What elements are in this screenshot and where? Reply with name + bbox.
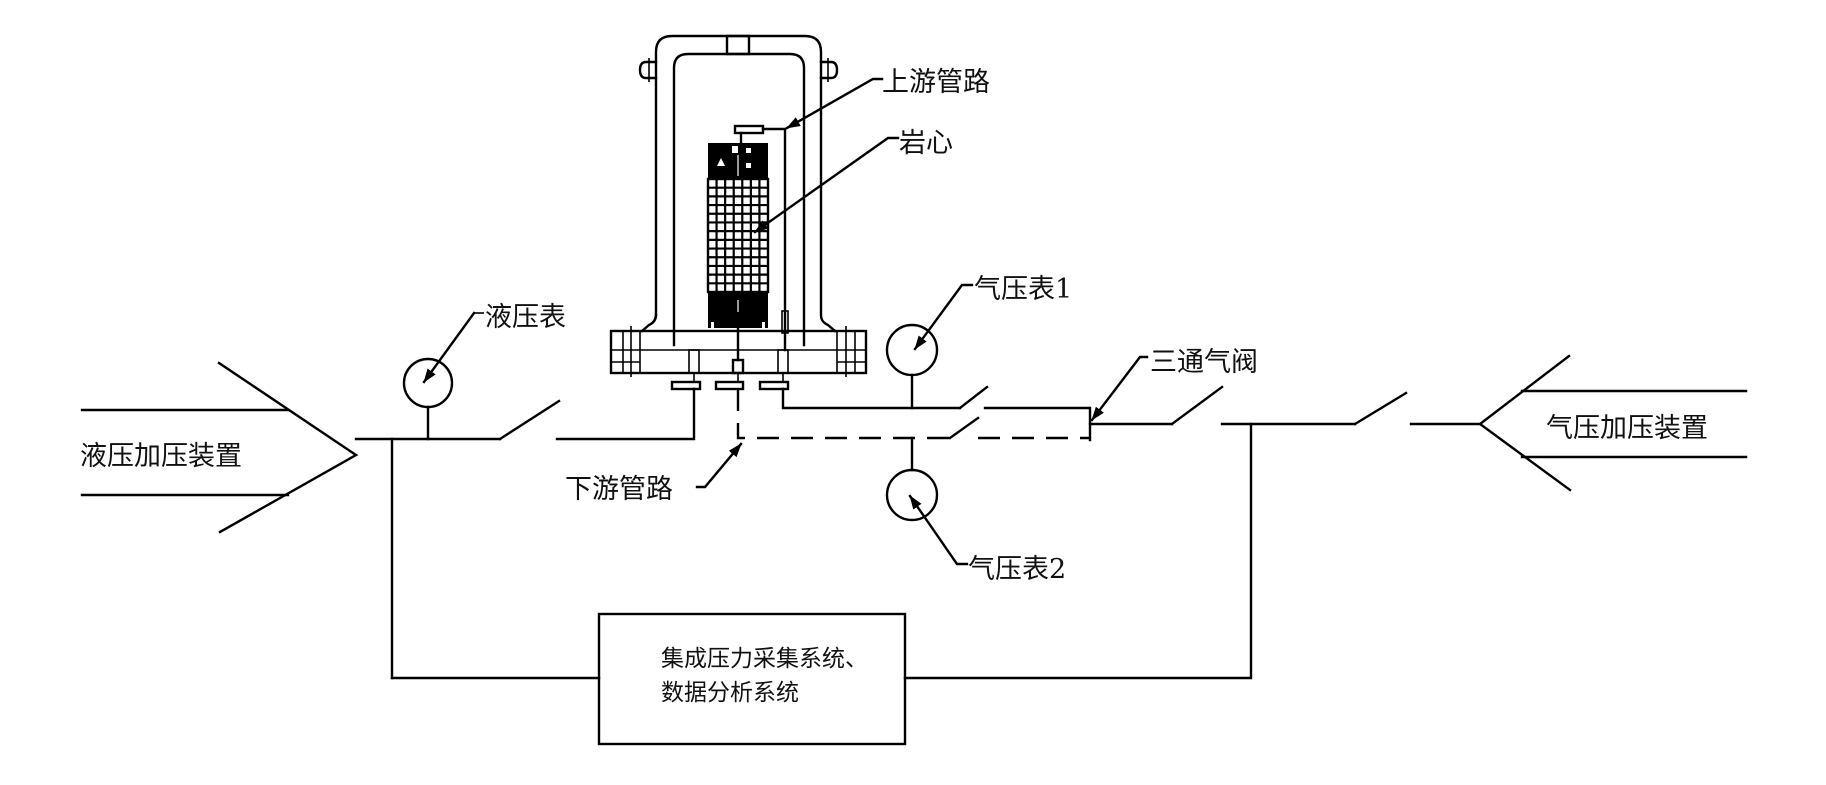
hydraulic-device-label: 液压加压装置 — [80, 441, 242, 472]
hydraulic-device: 液压加压装置 — [80, 361, 359, 534]
lug-right — [819, 58, 839, 82]
upstream-plug — [758, 380, 790, 391]
core-holder — [609, 34, 868, 391]
gas-gauge-1-label: 气压表1 — [974, 274, 1072, 305]
lug-left — [638, 58, 658, 82]
hydraulic-line — [354, 387, 696, 680]
gauge-icon — [885, 323, 939, 377]
downstream-gas-line — [736, 389, 1090, 440]
gauge-icon — [885, 468, 939, 522]
hydraulic-gauge: 液压表 — [402, 302, 566, 441]
upstream-pipe-head — [733, 124, 765, 135]
hydraulic-gauge-leader — [422, 311, 476, 384]
hydraulic-gauge-label: 液压表 — [485, 302, 566, 333]
three-way-valve: 三通气阀 — [1088, 347, 1258, 426]
downstream-plug-center — [714, 380, 745, 391]
pneumatic-line — [903, 391, 1482, 680]
gas-gauge-1: 气压表1 — [885, 274, 1072, 410]
daq-system-label-line2: 数据分析系统 — [661, 680, 799, 706]
gas-gauge-2-label: 气压表2 — [968, 554, 1066, 585]
daq-system-box — [597, 612, 907, 746]
gas-gauge-2: 气压表2 — [885, 436, 1066, 585]
downstream-pipe-callout: 下游管路 — [565, 442, 743, 505]
pneumatic-device-arrowhead — [1477, 354, 1572, 492]
gauge-icon — [402, 357, 454, 409]
three-way-valve-label: 三通气阀 — [1150, 347, 1258, 378]
pneumatic-switch-valve — [1353, 391, 1408, 426]
hydraulic-switch-valve — [498, 399, 561, 441]
main-switch-valve — [1170, 385, 1224, 426]
core-callout: 岩心 — [753, 128, 953, 234]
upstream-pipe-callout: 上游管路 — [785, 67, 990, 130]
pneumatic-device: 气压加压装置 — [1477, 354, 1748, 492]
upstream-switch-valve — [958, 385, 989, 410]
daq-system: 集成压力采集系统、 数据分析系统 — [597, 612, 907, 746]
hydraulic-device-arrowhead — [217, 361, 359, 534]
downstream-plug-left — [670, 380, 702, 391]
core-label: 岩心 — [899, 128, 953, 159]
daq-system-label-line1: 集成压力采集系统、 — [661, 646, 868, 672]
downstream-switch-valve — [948, 416, 980, 440]
upstream-pipe-label: 上游管路 — [882, 67, 990, 98]
upstream-gas-line — [781, 385, 1092, 442]
core-sample — [706, 143, 770, 328]
downstream-pipe-label: 下游管路 — [565, 474, 673, 505]
pneumatic-device-label: 气压加压装置 — [1546, 413, 1708, 444]
core-grid — [708, 179, 768, 292]
